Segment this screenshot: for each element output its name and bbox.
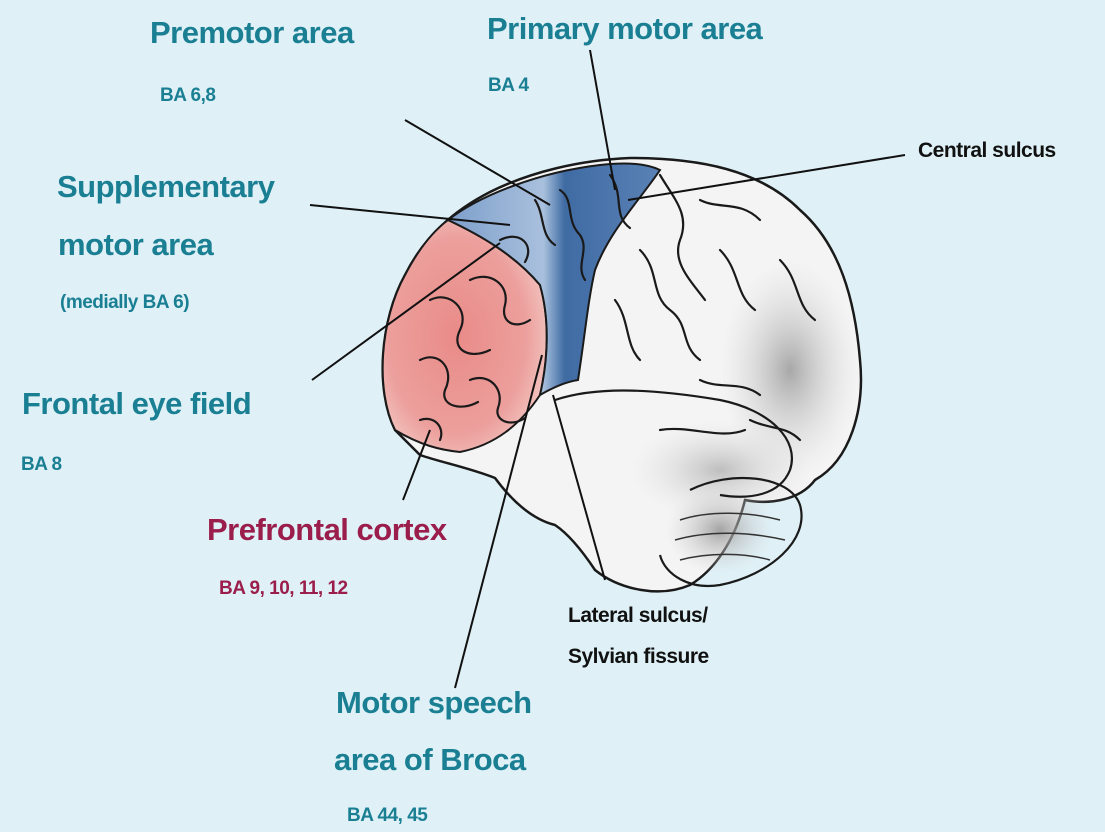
prefrontal-cortex-label: Prefrontal cortex	[207, 514, 447, 545]
supplementary-ba-label: (medially BA 6)	[60, 293, 189, 312]
premotor-pointer	[405, 120, 550, 205]
broca-label-line1: Motor speech	[336, 687, 532, 718]
broca-ba-label: BA 44, 45	[347, 806, 427, 825]
premotor-area-label: Premotor area	[150, 17, 354, 48]
primary-motor-area-label: Primary motor area	[487, 13, 762, 44]
broca-label-line2: area of Broca	[334, 744, 526, 775]
frontal-eye-field-label: Frontal eye field	[22, 388, 251, 419]
lateral-sulcus-label-line2: Sylvian fissure	[568, 646, 709, 667]
central-sulcus-label: Central sulcus	[918, 140, 1056, 161]
prefrontal-ba-label: BA 9, 10, 11, 12	[219, 579, 348, 598]
supplementary-label-line1: Supplementary	[57, 171, 274, 202]
primary-motor-ba-label: BA 4	[488, 76, 529, 95]
supplementary-label-line2: motor area	[58, 229, 213, 260]
lateral-sulcus-label-line1: Lateral sulcus/	[568, 605, 708, 626]
cerebellum-shading	[665, 485, 775, 575]
premotor-ba-label: BA 6,8	[160, 86, 215, 105]
frontal-eye-ba-label: BA 8	[21, 455, 62, 474]
